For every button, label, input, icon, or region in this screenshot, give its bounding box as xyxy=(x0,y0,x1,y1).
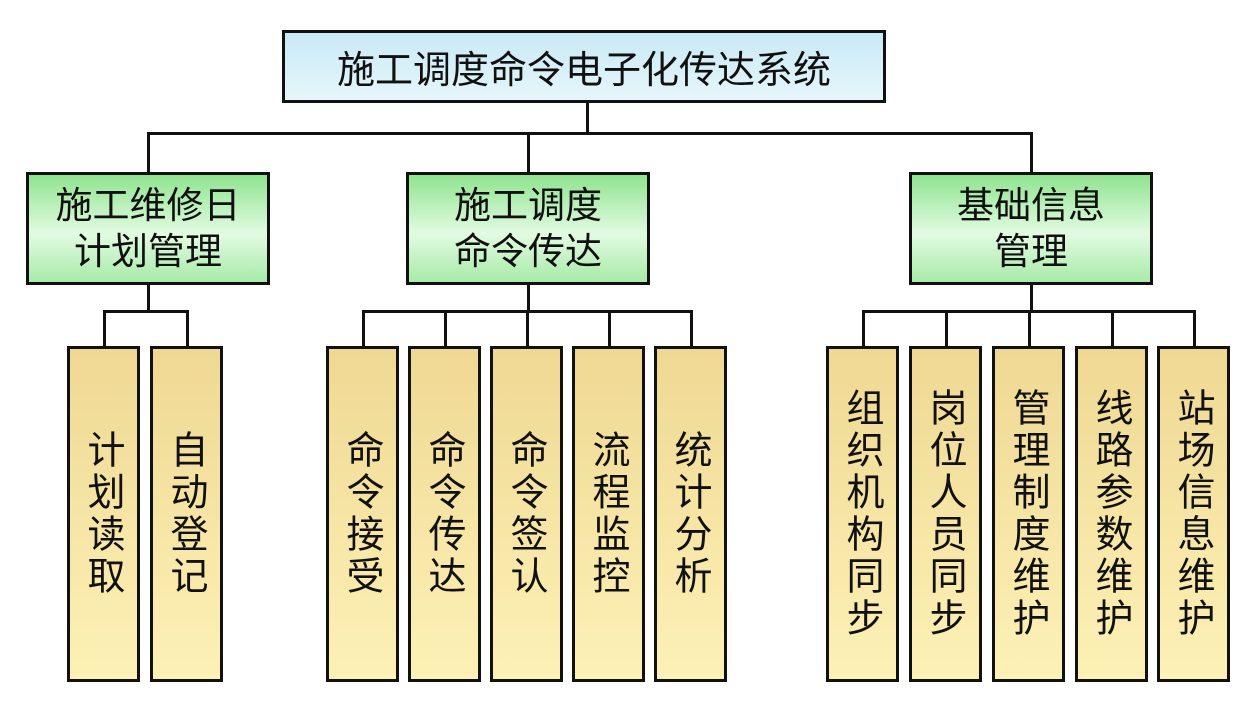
leaf-node: 管理制度维护 xyxy=(992,346,1065,682)
connector-line xyxy=(527,132,530,172)
group-label-line: 基础信息 xyxy=(957,183,1105,227)
group-node: 施工维修日计划管理 xyxy=(26,172,270,285)
root-node: 施工调度命令电子化传达系统 xyxy=(282,30,886,103)
leaf-node: 组织机构同步 xyxy=(826,346,899,682)
connector-line xyxy=(862,310,865,346)
group-label-line: 管理 xyxy=(994,229,1068,273)
connector-line xyxy=(1111,310,1114,346)
leaf-node: 命令签认 xyxy=(490,346,563,682)
leaf-node: 站场信息维护 xyxy=(1157,346,1230,682)
connector-line xyxy=(1030,132,1033,172)
leaf-node: 流程监控 xyxy=(572,346,645,682)
leaf-node: 自动登记 xyxy=(150,346,223,682)
leaf-node: 计划读取 xyxy=(67,346,140,682)
connector-line xyxy=(103,310,106,346)
leaf-node: 线路参数维护 xyxy=(1075,346,1148,682)
leaf-label: 线路参数维护 xyxy=(1089,388,1133,640)
leaf-label: 流程监控 xyxy=(586,430,630,598)
leaf-label: 站场信息维护 xyxy=(1171,388,1215,640)
leaf-label: 岗位人员同步 xyxy=(923,388,967,640)
leaf-label: 计划读取 xyxy=(81,430,125,598)
connector-line xyxy=(362,310,365,346)
leaf-label: 命令传达 xyxy=(422,430,466,598)
leaf-label: 组织机构同步 xyxy=(840,388,884,640)
leaf-node: 岗位人员同步 xyxy=(909,346,982,682)
connector-line xyxy=(149,132,1033,135)
leaf-node: 命令传达 xyxy=(408,346,481,682)
group-label-line: 命令传达 xyxy=(454,229,602,273)
leaf-label: 统计分析 xyxy=(668,430,712,598)
leaf-label: 管理制度维护 xyxy=(1006,388,1050,640)
group-label-line: 施工调度 xyxy=(454,183,602,227)
group-label-line: 施工维修日 xyxy=(55,183,241,227)
group-label-line: 计划管理 xyxy=(74,229,222,273)
connector-line xyxy=(690,310,693,346)
connector-line xyxy=(444,310,447,346)
leaf-label: 自动登记 xyxy=(164,430,208,598)
connector-line xyxy=(586,103,589,134)
connector-line xyxy=(147,285,150,311)
connector-line xyxy=(103,310,189,313)
connector-line xyxy=(1030,285,1033,311)
leaf-node: 命令接受 xyxy=(326,346,399,682)
leaf-label: 命令签认 xyxy=(504,430,548,598)
connector-line xyxy=(1193,310,1196,346)
group-node: 施工调度命令传达 xyxy=(406,172,650,285)
connector-line xyxy=(526,310,529,346)
connector-line xyxy=(527,285,530,311)
group-node: 基础信息管理 xyxy=(909,172,1153,285)
leaf-node: 统计分析 xyxy=(654,346,727,682)
connector-line xyxy=(147,132,150,172)
connector-line xyxy=(608,310,611,346)
connector-line xyxy=(186,310,189,346)
root-label: 施工调度命令电子化传达系统 xyxy=(336,48,831,92)
connector-line xyxy=(945,310,948,346)
leaf-label: 命令接受 xyxy=(340,430,384,598)
connector-line xyxy=(1028,310,1031,346)
